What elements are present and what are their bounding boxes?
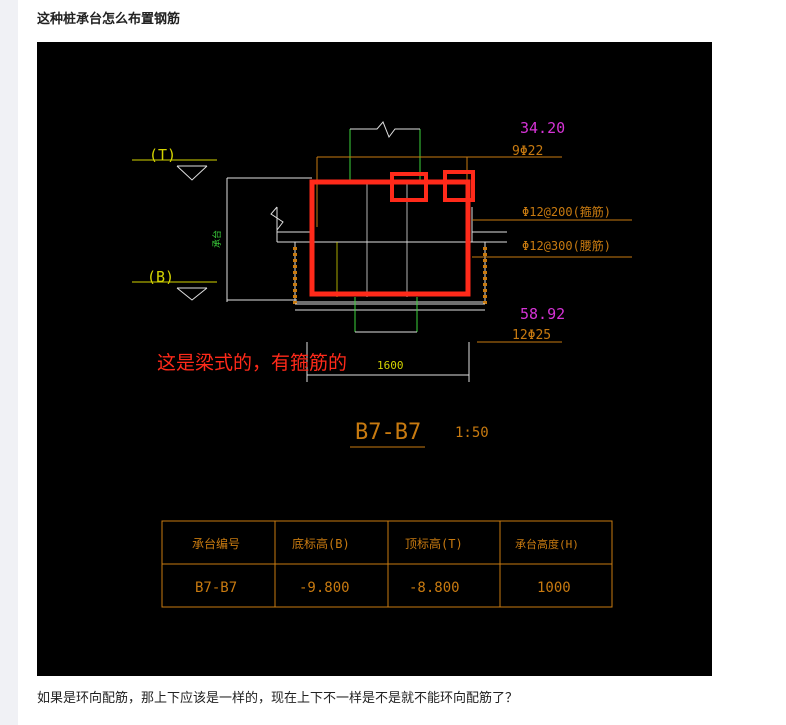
width-dim-label: 1600 (377, 359, 404, 372)
top-bar-count: 34.20 (520, 119, 565, 137)
width-dimension: 1600 (306, 342, 470, 382)
bottom-bar-spec: 12Φ25 (512, 328, 551, 343)
height-dim-label: 承台 (211, 230, 223, 248)
annotation-text: 这是梁式的，有箍筋的 (157, 352, 347, 374)
post-body: 如果是环向配筋，那上下应该是一样的，现在上下不一样是不是就不能环向配筋了？ (37, 691, 519, 706)
table-header-top: 顶标高(T) (405, 536, 463, 551)
section-title-block: B7-B7 1:50 (350, 420, 489, 448)
table-header-height: 承台高度(H) (515, 537, 579, 551)
waist-spec: Φ12@300(腰筋) (522, 238, 611, 253)
cad-drawing-image[interactable]: (T) (B) 承台 (37, 42, 712, 676)
table-header-bottom: 底标高(B) (292, 536, 350, 551)
left-rail (0, 0, 18, 725)
pile-cap-table: 承台编号 底标高(B) 顶标高(T) 承台高度(H) B7-B7 -9.800 … (161, 520, 613, 608)
section-scale: 1:50 (455, 425, 489, 441)
section-title: B7-B7 (355, 420, 421, 445)
annotation-markup (309, 170, 475, 297)
top-bar-spec: 9Φ22 (512, 144, 543, 159)
table-cell-id: B7-B7 (195, 580, 237, 596)
height-dimension: 承台 (211, 177, 312, 302)
elevation-markers: (T) (B) (132, 146, 217, 301)
post-title: 这种桩承台怎么布置钢筋 (37, 12, 181, 27)
elev-top-label: (T) (149, 146, 176, 164)
stirrup-spec: Φ12@200(箍筋) (522, 204, 611, 219)
bottom-bar-count: 58.92 (520, 305, 565, 323)
table-cell-top: -8.800 (409, 580, 460, 596)
table-cell-bottom: -9.800 (299, 580, 350, 596)
pile-cap-section (270, 182, 507, 333)
table-cell-height: 1000 (537, 580, 571, 596)
table-header-id: 承台编号 (192, 536, 240, 551)
rebar-callouts: 34.20 9Φ22 Φ12@200(箍筋) Φ12@300(腰筋) 58.92… (442, 119, 632, 343)
elev-bottom-label: (B) (147, 268, 174, 286)
